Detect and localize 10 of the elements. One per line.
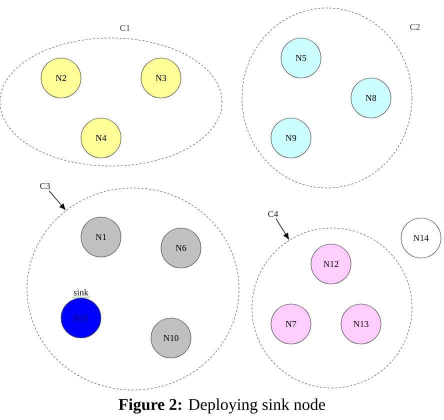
cluster-label: C4: [268, 210, 278, 218]
leader-arrow: [48, 190, 66, 210]
figure-caption: Figure 2: Deploying sink node: [118, 398, 326, 414]
leader-arrow: [276, 218, 290, 240]
cluster-label: C3: [40, 182, 50, 190]
cluster-label: C1: [120, 24, 130, 32]
node-caption: sink: [74, 289, 88, 296]
cluster-circle: [26, 188, 240, 390]
cluster-circle: [252, 228, 412, 388]
cluster-label: C2: [410, 24, 420, 30]
